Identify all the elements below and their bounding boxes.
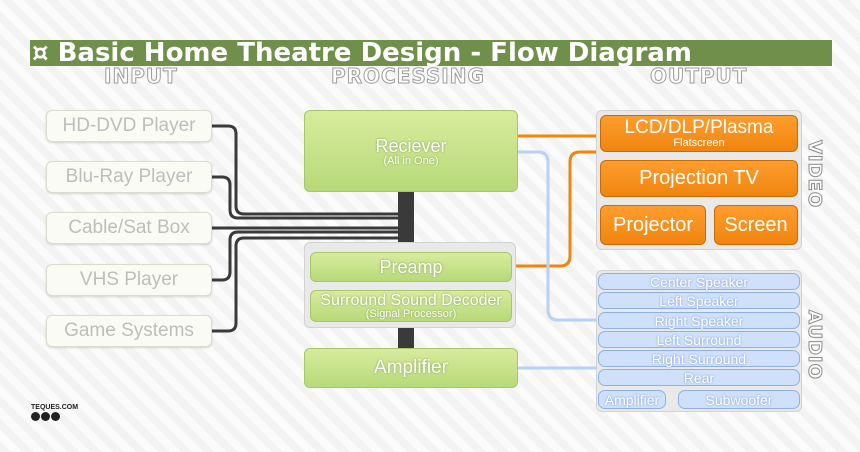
input-vhs-player: VHS Player xyxy=(46,264,212,296)
subwoofer-box: Subwoofer xyxy=(678,390,800,409)
column-heading-input: INPUT xyxy=(104,64,178,89)
speaker-left-surround: Left Surround xyxy=(598,331,800,348)
amplifier-box: Amplifier xyxy=(304,348,518,388)
bus-connector xyxy=(398,192,414,242)
lcd-dlp-plasma-box: LCD/DLP/Plasma Flatscreen xyxy=(600,115,798,152)
column-heading-processing: PROCESSING xyxy=(331,64,485,89)
speaker-left: Left Speaker xyxy=(598,292,800,309)
video-side-label: VIDEO xyxy=(804,139,826,209)
speaker-center: Center Speaker xyxy=(598,273,800,290)
projection-tv-box: Projection TV xyxy=(600,160,798,197)
video-lines xyxy=(512,134,600,268)
logo-text: TEQUES.COM xyxy=(31,404,79,411)
speaker-right-surround: Right Surround xyxy=(598,350,800,367)
input-cable-sat-box: Cable/Sat Box xyxy=(46,212,212,244)
decoder-box: Surround Sound Decoder (Signal Processor… xyxy=(310,290,512,322)
speaker-rear: Rear xyxy=(598,369,800,386)
screen-box: Screen xyxy=(714,205,798,245)
lcd-label: LCD/DLP/Plasma xyxy=(624,117,774,138)
lcd-sublabel: Flatscreen xyxy=(673,137,725,149)
column-heading-output: OUTPUT xyxy=(649,64,748,89)
decoder-label: Surround Sound Decoder xyxy=(320,291,502,309)
page-title: ¤ Basic Home Theatre Design - Flow Diagr… xyxy=(30,40,832,66)
audio-amplifier-box: Amplifier xyxy=(598,390,666,409)
cc-license-icon xyxy=(31,412,67,421)
amp-connector xyxy=(398,327,414,349)
teques-logo: TEQUES.COM xyxy=(31,404,79,421)
receiver-sublabel: (All in One) xyxy=(383,154,439,167)
audio-lines xyxy=(518,150,598,370)
receiver-label: Reciever xyxy=(375,135,447,156)
input-cables xyxy=(212,124,400,333)
speaker-right: Right Speaker xyxy=(598,312,800,329)
preamp-box: Preamp xyxy=(310,252,512,282)
input-blu-ray-player: Blu-Ray Player xyxy=(46,161,212,193)
decoder-sublabel: (Signal Processor) xyxy=(365,307,457,320)
projector-box: Projector xyxy=(600,205,706,245)
input-game-systems: Game Systems xyxy=(46,315,212,347)
receiver-box: Reciever (All in One) xyxy=(304,110,518,192)
input-hd-dvd-player: HD-DVD Player xyxy=(46,110,212,142)
audio-side-label: AUDIO xyxy=(804,310,826,381)
